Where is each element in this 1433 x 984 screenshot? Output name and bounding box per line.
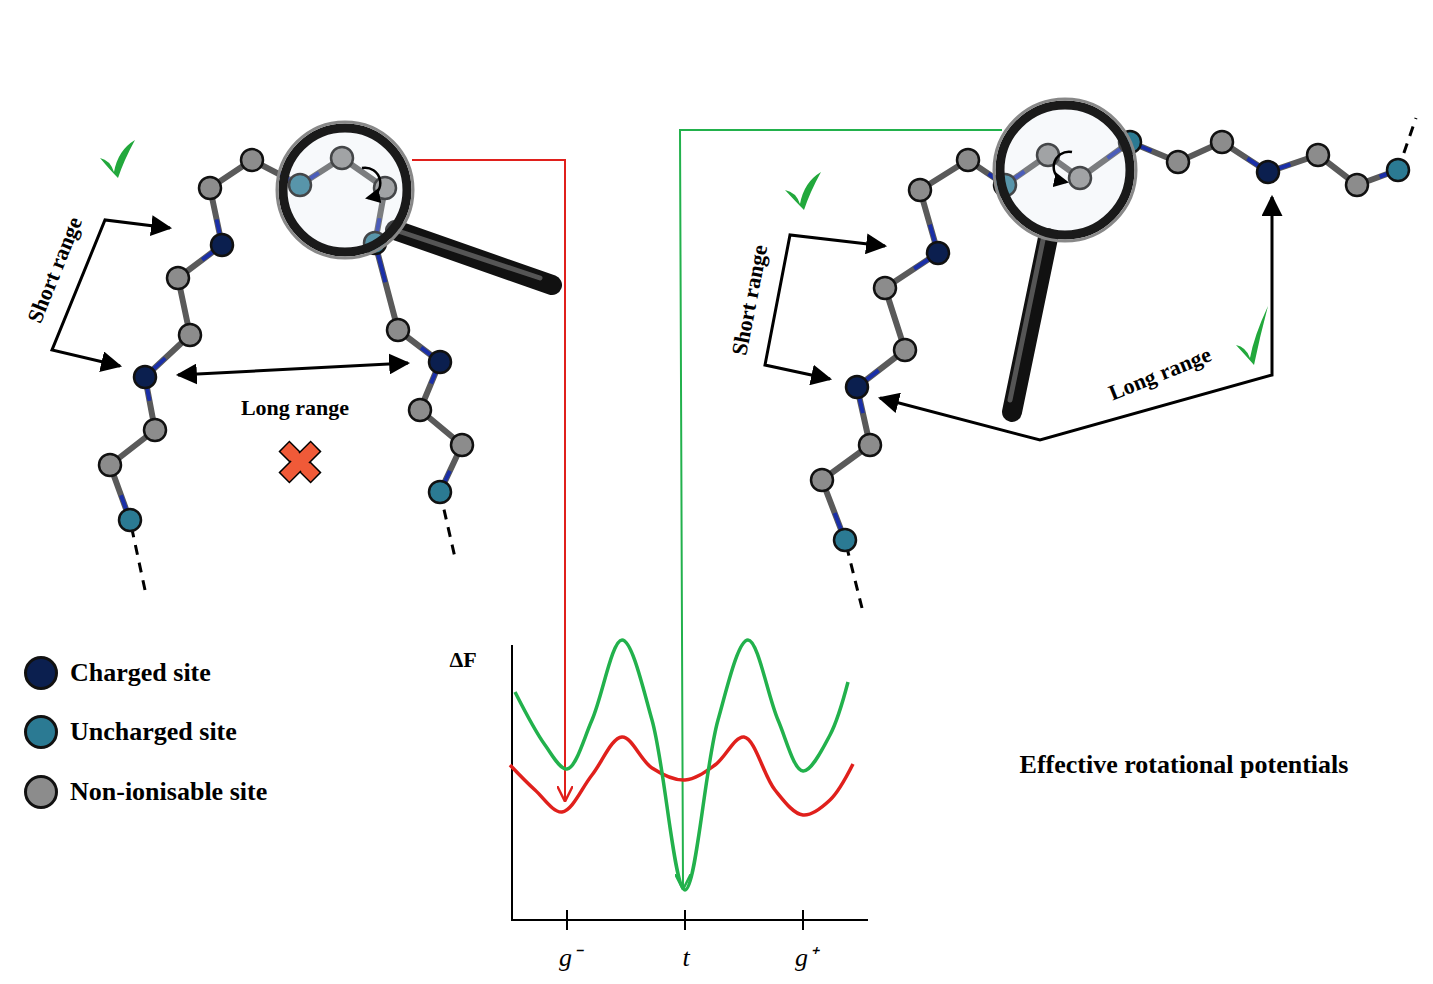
tick-label: g⁻: [559, 944, 581, 973]
rotation-arrow: [362, 168, 380, 198]
legend-row: Uncharged site: [24, 715, 191, 749]
potential-curves: [510, 640, 853, 890]
tick-label: t: [682, 944, 689, 973]
short-range-arrow: [765, 235, 885, 379]
plot-caption: Effective rotational potentials: [1020, 751, 1349, 780]
check-mark: [100, 140, 135, 178]
legend-text: Non-ionisable site: [70, 775, 267, 809]
legend-text: Uncharged site: [70, 715, 237, 749]
green-leader: [680, 130, 1002, 888]
tick-label: g⁺: [795, 944, 817, 973]
cross-mark: [269, 431, 331, 493]
legend-text: Charged site: [70, 656, 211, 690]
check-mark: [785, 172, 821, 210]
legend-swatch: [24, 656, 58, 690]
range-label: Short range: [23, 214, 87, 327]
range-label: Short range: [727, 243, 772, 357]
check-mark: [1236, 306, 1268, 365]
legend-row: Charged site: [24, 656, 165, 690]
polymer-chains: [99, 118, 1416, 608]
long-range-arrow: [880, 197, 1272, 440]
legend-row: Non-ionisable site: [24, 775, 221, 809]
legend-swatch: [24, 775, 58, 809]
long-range-arrow: [178, 363, 408, 375]
rotation-arrow: [1054, 152, 1072, 182]
magnifier-right: [994, 99, 1136, 412]
legend-swatch: [24, 715, 58, 749]
range-label: Long range: [241, 396, 349, 420]
magnifier-left: [277, 122, 552, 285]
axis-label: ΔF: [449, 648, 476, 672]
